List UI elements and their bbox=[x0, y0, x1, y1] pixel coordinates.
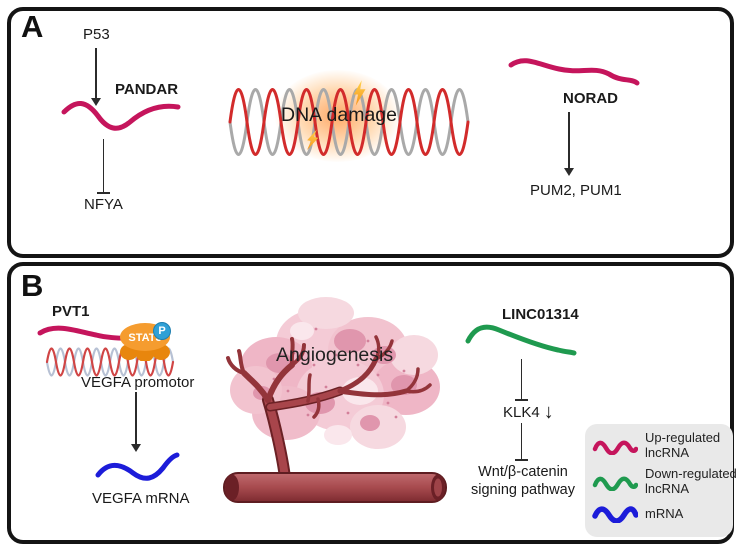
linc01314-label: LINC01314 bbox=[502, 306, 579, 323]
pum-targets-label: PUM2, PUM1 bbox=[530, 182, 622, 199]
wnt-line2: signing pathway bbox=[471, 481, 575, 498]
vegfa-mrna-label: VEGFA mRNA bbox=[92, 490, 190, 507]
linc01314-lncrna-squiggle-icon bbox=[465, 324, 577, 356]
pvt1-label: PVT1 bbox=[52, 303, 90, 320]
norad-label: NORAD bbox=[563, 90, 618, 107]
arrow-down-icon bbox=[563, 112, 575, 176]
inhibition-shaft bbox=[102, 139, 105, 192]
inhibition-shaft bbox=[520, 423, 523, 459]
nfya-label: NFYA bbox=[84, 196, 123, 213]
angiogenesis-tumor-vessel-illustration bbox=[223, 297, 447, 503]
up-regulated-lncrna-wave-icon bbox=[592, 440, 638, 455]
lightning-icon bbox=[307, 129, 319, 151]
inhibition-icon bbox=[97, 139, 110, 194]
panel-b-label: B bbox=[21, 268, 44, 303]
arrow-head bbox=[91, 98, 101, 106]
mrna-wave-icon bbox=[592, 506, 638, 523]
blood-vessel bbox=[223, 472, 447, 503]
p53-label: P53 bbox=[83, 26, 110, 43]
panel-a-label: A bbox=[21, 9, 44, 44]
angiogenesis-label: Angiogenesis bbox=[276, 344, 394, 366]
arrow-head bbox=[564, 168, 574, 176]
tumor-blobs bbox=[230, 297, 440, 449]
pandar-label: PANDAR bbox=[115, 81, 179, 98]
arrow-shaft bbox=[95, 48, 97, 98]
arrow-down-icon bbox=[90, 48, 102, 106]
legend-item-mrna: mRNA bbox=[592, 505, 741, 523]
inhibition-icon bbox=[515, 423, 528, 461]
klk4-row: KLK4 ↓ bbox=[503, 402, 554, 422]
norad-lncrna-squiggle-icon bbox=[508, 58, 640, 86]
legend-item-down-regulated: Down-regulated lncRNA bbox=[592, 466, 741, 497]
dna-helix-icon bbox=[228, 88, 470, 156]
inhibition-icon bbox=[515, 359, 528, 401]
inhibition-bar bbox=[97, 192, 110, 194]
wnt-pathway-label: Wnt/β-catenin signing pathway bbox=[468, 464, 578, 499]
inhibition-bar bbox=[515, 399, 528, 401]
pandar-lncrna-squiggle-icon bbox=[61, 101, 181, 131]
legend-label: Up-regulated lncRNA bbox=[645, 430, 721, 460]
vegfa-mrna-squiggle-icon bbox=[95, 452, 180, 481]
phospho-p-badge: P bbox=[153, 322, 171, 340]
arrow-down-icon bbox=[130, 392, 142, 452]
legend-label: mRNA bbox=[645, 505, 684, 521]
lightning-icon bbox=[353, 80, 366, 106]
arrow-shaft bbox=[135, 392, 137, 444]
vessel-tree bbox=[226, 335, 432, 484]
legend-item-up-regulated: Up-regulated lncRNA bbox=[592, 430, 741, 461]
legend-label: Down-regulated lncRNA bbox=[645, 466, 737, 496]
wnt-line1: Wnt/β-catenin bbox=[478, 464, 568, 480]
arrow-head bbox=[131, 444, 141, 452]
inhibition-bar bbox=[515, 459, 528, 461]
dna-damage-label: DNA damage bbox=[281, 104, 397, 126]
vegfa-promotor-label: VEGFA promotor bbox=[81, 374, 195, 391]
down-arrow-icon: ↓ bbox=[543, 401, 554, 423]
klk4-label: KLK4 bbox=[503, 403, 540, 421]
inhibition-shaft bbox=[520, 359, 523, 399]
down-regulated-lncrna-wave-icon bbox=[592, 476, 638, 491]
arrow-shaft bbox=[568, 112, 570, 168]
